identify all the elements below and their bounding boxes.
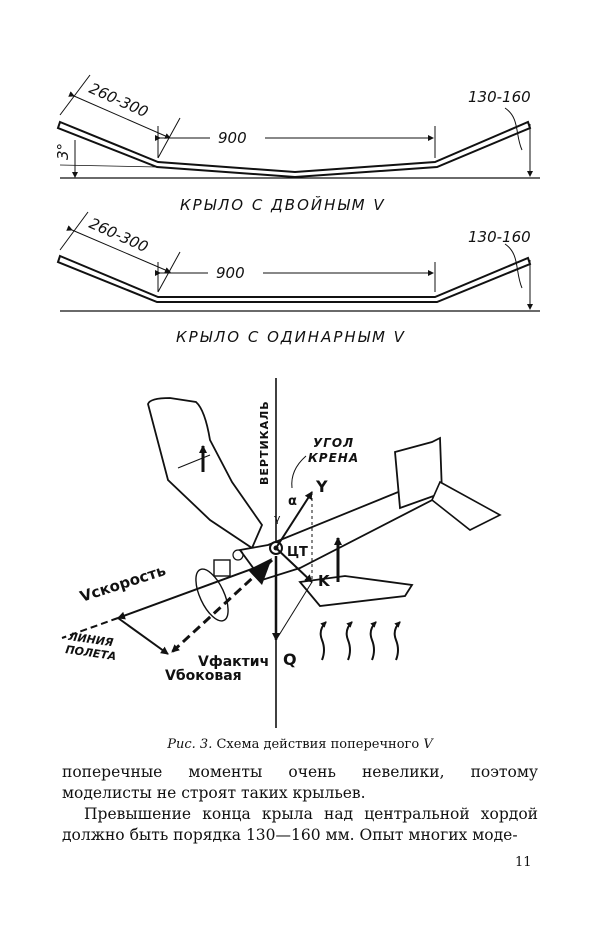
velocity-vector — [117, 565, 261, 620]
paragraph-1: поперечные моменты очень невелики, поэто… — [62, 763, 538, 802]
vertical-tail — [394, 436, 443, 510]
v-side-label: Vбоковая — [165, 668, 242, 684]
figure-caption-prefix: Рис. 3. — [167, 737, 213, 752]
page-number: 11 — [515, 855, 532, 870]
flight-line-label-1: ЛИНИЯ — [67, 630, 115, 649]
wing-double-caption: КРЫЛО С ДВОЙНЫМ V — [180, 195, 386, 214]
wing-outline — [56, 120, 532, 179]
bank-angle-label-2: КРЕНА — [308, 451, 359, 465]
propeller-disk — [195, 568, 229, 622]
k-vector — [275, 547, 313, 583]
angle-label: 3° — [54, 143, 72, 160]
alpha-label: α — [288, 494, 297, 509]
ct-label: ЦТ — [287, 545, 308, 560]
wing-single-caption: КРЫЛО С ОДИНАРНЫМ V — [176, 328, 406, 346]
figure-caption-text: Схема действия поперечного — [216, 737, 420, 752]
airflow-arrows — [319, 621, 401, 661]
k-label: K — [318, 572, 331, 590]
aircraft-force-diagram: ЦТ Y α γ K Q ВЕРТИКАЛЬ УГОЛ КРЕНА Vскоро… — [61, 378, 502, 728]
tip-height-label: 130-160 — [468, 228, 531, 246]
bank-angle-label-1: УГОЛ — [313, 436, 354, 450]
tip-height-label: 130-160 — [468, 88, 531, 106]
gamma-label: γ — [274, 512, 281, 525]
horizontal-tail — [431, 480, 502, 531]
actual-velocity-vector — [170, 558, 274, 654]
wing-single-v-diagram: 260-300 900 130-160 КРЫЛО С ОДИНАРНЫМ V — [56, 211, 540, 346]
paragraph-2: Превышение конца крыла над центральной х… — [62, 805, 538, 844]
v-actual-label: Vфактич — [198, 654, 269, 670]
q-label: Q — [283, 650, 297, 669]
figure-caption-suffix: V — [423, 737, 433, 752]
dim-outer: 260-300 — [86, 79, 151, 121]
lift-vector — [275, 491, 313, 549]
dim-center: 900 — [216, 264, 245, 282]
dim-center: 900 — [218, 129, 247, 147]
vertical-label: ВЕРТИКАЛЬ — [258, 400, 271, 485]
figure-caption: Рис. 3. Схема действия поперечного V — [0, 737, 600, 752]
v-speed-label: Vскорость — [78, 561, 168, 606]
wing-double-v-diagram: 260-300 900 3° 130-160 КРЫЛО С ДВОЙНЫМ V — [54, 74, 540, 214]
figure-diagrams: 260-300 900 3° 130-160 КРЫЛО С ДВОЙНЫМ V… — [54, 74, 540, 728]
wing-outline — [56, 254, 532, 303]
y-label: Y — [315, 477, 328, 496]
right-wing — [298, 575, 414, 607]
engine — [213, 559, 231, 577]
left-wing — [147, 397, 264, 550]
